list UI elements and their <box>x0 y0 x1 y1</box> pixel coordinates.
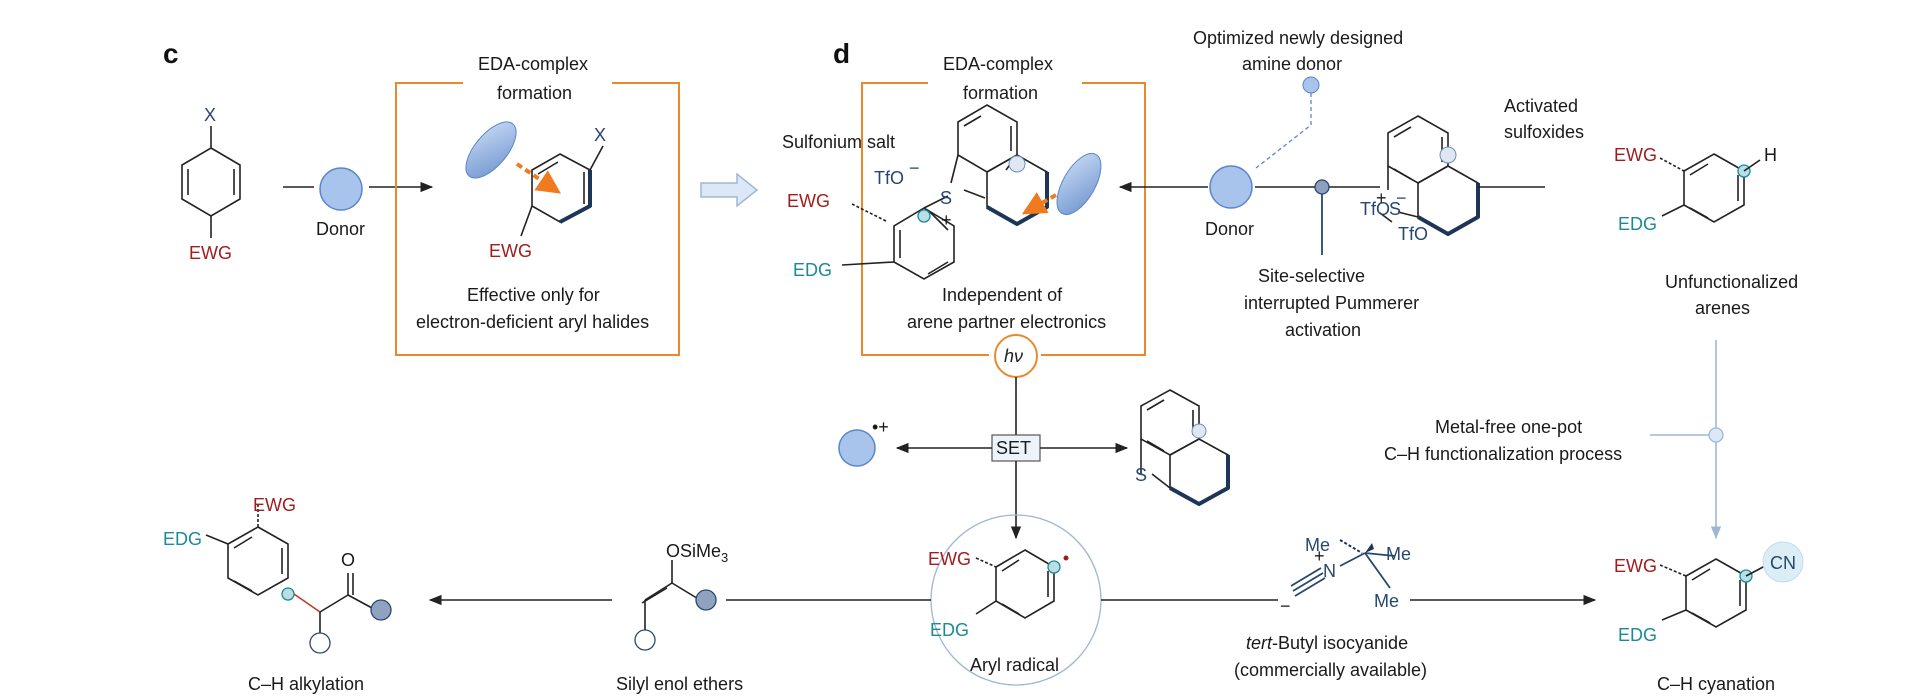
cyan-ewg: EWG <box>1614 556 1657 576</box>
sulfonium-ewg: EWG <box>787 191 830 211</box>
iso-plus: + <box>1314 546 1325 566</box>
radical-edg: EDG <box>930 620 969 640</box>
caption-c-2: electron-deficient aryl halides <box>416 312 649 332</box>
arene-h: H <box>1764 145 1777 165</box>
eda-arene-x: X <box>594 125 606 145</box>
donor-circle-d <box>1209 165 1253 209</box>
iso-commercial: (commercially available) <box>1234 660 1427 680</box>
activation-label-2: interrupted Pummerer <box>1244 293 1419 313</box>
sulfonium-s-charge: + <box>941 210 952 230</box>
eda-title-c-2: formation <box>497 83 572 103</box>
activation-label-3: activation <box>1285 320 1361 340</box>
sulfonium-label: Sulfonium salt <box>782 132 895 152</box>
activation-node <box>1314 179 1330 195</box>
arene-ewg: EWG <box>1614 145 1657 165</box>
activated-sulfoxide-structure <box>1379 115 1545 236</box>
activated-label-2: sulfoxides <box>1504 122 1584 142</box>
metalfree-label-1: Metal-free one-pot <box>1435 417 1582 437</box>
panel-label-d: d <box>833 38 850 69</box>
set-label: SET <box>996 438 1031 458</box>
donor-circle-c <box>319 167 363 211</box>
iso-me-3: Me <box>1374 591 1399 611</box>
sulfoxide-s: S <box>1389 199 1401 219</box>
hv-label: hν <box>1004 346 1023 366</box>
set-box <box>991 434 1041 462</box>
iso-n: N <box>1323 561 1336 581</box>
enol-osime3: OSiMe3 <box>666 541 728 565</box>
radical-label: Aryl radical <box>970 655 1059 675</box>
amine-label-2: amine donor <box>1242 54 1342 74</box>
aryl-halide-x: X <box>204 105 216 125</box>
alk-ewg: EWG <box>253 495 296 515</box>
isocyanide-structure <box>1290 539 1396 597</box>
cyan-edg: EDG <box>1618 625 1657 645</box>
donor-disc-d <box>1056 152 1102 216</box>
caption-c-1: Effective only for <box>467 285 600 305</box>
donor-radical-cation <box>838 429 876 467</box>
donor-label-d: Donor <box>1205 219 1254 239</box>
alk-caption: C–H alkylation <box>248 674 364 694</box>
sulfonium-s: S <box>940 188 952 208</box>
eda-box-c <box>395 82 680 356</box>
donor-disc-c <box>465 121 517 179</box>
sulfoxide-tfo-b: TfO <box>1398 224 1428 244</box>
amine-pin <box>1302 76 1320 94</box>
aryl-radical-structure <box>975 549 1069 619</box>
cyan-label: C–H cyanation <box>1657 674 1775 694</box>
byproduct-s: S <box>1135 465 1147 485</box>
radical-ewg: EWG <box>928 549 971 569</box>
sulfonium-tfo-charge: − <box>909 158 920 178</box>
eda-arene-c <box>520 145 604 237</box>
cyan-cn: CN <box>1770 553 1796 573</box>
enol-caption: Silyl enol ethers <box>616 674 743 694</box>
sulfoxide-tfo-a-charge: − <box>1396 188 1407 208</box>
iso-me-1: Me <box>1305 535 1330 555</box>
sulfonium-structure <box>893 104 1049 280</box>
amine-label-1: Optimized newly designed <box>1193 28 1403 48</box>
silyl-enol-ether <box>634 560 717 651</box>
eda-title-c-1: EDA-complex <box>478 54 588 74</box>
iso-name: tert-Butyl isocyanide <box>1246 633 1408 653</box>
cyanation-product <box>1661 541 1804 628</box>
iso-minus: − <box>1280 596 1291 616</box>
alk-edg: EDG <box>163 529 202 549</box>
eda-title-d-2: formation <box>963 83 1038 103</box>
transition-arrow <box>700 172 759 208</box>
donor-label-c: Donor <box>316 219 365 239</box>
sulfoxide-plus: + <box>1376 188 1387 208</box>
dibenzothiophene-byproduct <box>1140 389 1230 506</box>
aryl-halide-structure <box>181 126 241 238</box>
eda-arene-ewg: EWG <box>489 241 532 261</box>
arene-edg: EDG <box>1618 214 1657 234</box>
caption-d-1: Independent of <box>942 285 1063 305</box>
alk-o: O <box>341 550 355 570</box>
arene-label-2: arenes <box>1695 298 1750 318</box>
eda-title-d-1: EDA-complex <box>943 54 1053 74</box>
activated-label-1: Activated <box>1504 96 1578 116</box>
iso-me-2: Me <box>1386 544 1411 564</box>
radical-cation-label: •+ <box>872 417 889 437</box>
sulfonium-edg: EDG <box>793 260 832 280</box>
eda-box-d <box>861 82 1146 356</box>
caption-d-2: arene partner electronics <box>907 312 1106 332</box>
unfunctionalized-arene <box>1661 153 1761 223</box>
sulfonium-tfo: TfO <box>874 168 904 188</box>
metalfree-label-2: C–H functionalization process <box>1384 444 1622 464</box>
aryl-halide-ewg: EWG <box>189 243 232 263</box>
alkylation-product <box>205 505 392 654</box>
arene-label-1: Unfunctionalized <box>1665 272 1798 292</box>
sulfoxide-tfo-a: TfO <box>1360 199 1390 219</box>
panel-label-c: c <box>163 38 179 69</box>
activation-label-1: Site-selective <box>1258 266 1365 286</box>
